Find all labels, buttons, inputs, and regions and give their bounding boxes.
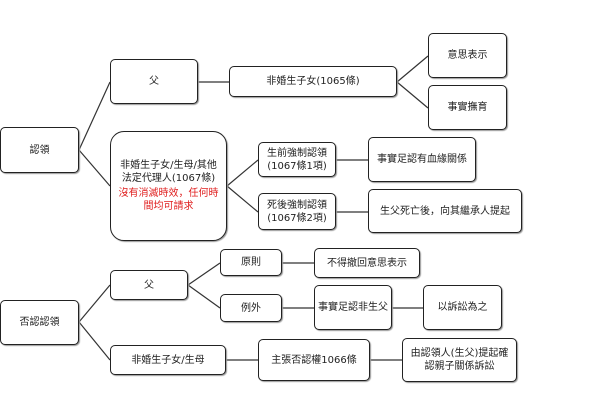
node-label: 非婚生子女/生母/其他法定代理人(1067條) xyxy=(120,160,217,184)
node-label: 意思表示 xyxy=(447,50,488,61)
node-exception: 例外 xyxy=(220,294,282,322)
connector xyxy=(78,321,111,361)
node-label: 例外 xyxy=(241,302,261,314)
node-label: 以訴訟為之 xyxy=(437,302,488,313)
connector xyxy=(78,81,111,151)
node-label: 事實撫育 xyxy=(447,102,488,113)
node-denial-father: 父 xyxy=(110,270,188,300)
limitation-note: 沒有消滅時效，任何時間均可請求 xyxy=(118,188,219,212)
node-father: 父 xyxy=(110,59,198,104)
connector xyxy=(396,55,429,83)
node-label: 生父死亡後，向其繼承人提起 xyxy=(380,205,510,217)
node-no-withdraw: 不得撤回意思表示 xyxy=(314,248,420,278)
connector xyxy=(226,185,259,213)
node-denial: 否認認領 xyxy=(0,300,79,345)
connector xyxy=(78,149,111,187)
node-label: 非婚生子女/生母 xyxy=(131,354,205,366)
connector xyxy=(187,262,221,286)
node-principle: 原則 xyxy=(220,249,282,276)
node-label: 事實足認有血緣關係 xyxy=(377,154,467,165)
node-child-mother: 非婚生子女/生母 xyxy=(110,345,226,375)
node-confirm-suit: 由認領人(生父)提起確認親子關係訴訟 xyxy=(402,338,517,382)
node-label: 認領 xyxy=(29,144,50,156)
node-raising: 事實撫育 xyxy=(428,85,507,130)
node-label: 不得撤回意思表示 xyxy=(327,257,407,269)
node-label: 原則 xyxy=(241,257,261,268)
node-label: 主張否認權1066條 xyxy=(271,354,357,366)
node-compulsory-dead: 死後強制認領(1067條2項) xyxy=(258,193,336,230)
node-label: 生前強制認領(1067條1項) xyxy=(267,147,327,172)
node-label: 死後強制認領(1067條2項) xyxy=(267,199,327,224)
node-against-heirs: 生父死亡後，向其繼承人提起 xyxy=(368,189,522,233)
node-label: 否認認領 xyxy=(19,317,60,328)
connector xyxy=(396,81,429,109)
node-blood-relation: 事實足認有血緣關係 xyxy=(368,137,476,182)
node-compulsory-alive: 生前強制認領(1067條1項) xyxy=(258,142,336,177)
node-label: 父 xyxy=(149,76,159,87)
node-label: 事實足認非生父 xyxy=(318,302,388,313)
node-illegitimate-1065: 非婚生子女(1065條) xyxy=(229,66,397,97)
node-not-father: 事實足認非生父 xyxy=(314,285,392,330)
connector xyxy=(187,284,221,309)
node-recognition: 認領 xyxy=(0,127,79,173)
node-label: 非婚生子女(1065條) xyxy=(266,76,360,87)
node-by-lawsuit: 以訴訟為之 xyxy=(423,285,502,330)
connector xyxy=(226,159,259,187)
connector xyxy=(78,284,111,323)
node-intent: 意思表示 xyxy=(428,33,507,78)
node-label: 由認領人(生父)提起確認親子關係訴訟 xyxy=(410,348,509,372)
node-claim-1066: 主張否認權1066條 xyxy=(258,339,370,381)
node-label: 父 xyxy=(144,279,154,291)
node-claimants-1067: 非婚生子女/生母/其他法定代理人(1067條) 沒有消滅時效，任何時間均可請求 xyxy=(110,131,227,241)
